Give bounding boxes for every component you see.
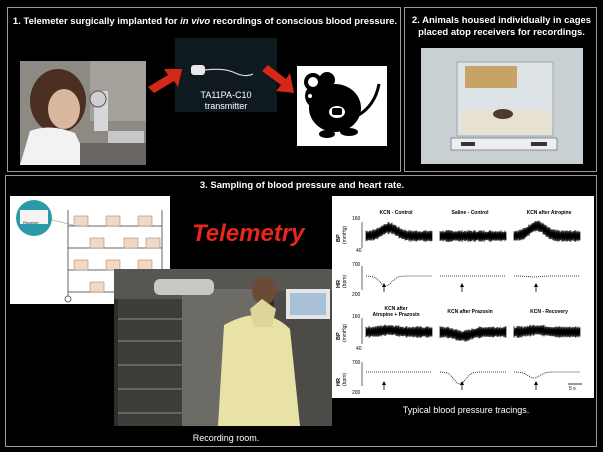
recording-room-photo: [114, 269, 332, 426]
tracings-plot: [361, 220, 582, 390]
tracings-caption: Typical blood pressure tracings.: [402, 405, 530, 415]
hr-trace-r0-c0: [365, 275, 432, 287]
bp-trace-r0-c1: [439, 229, 507, 243]
cage-photo: [421, 48, 583, 164]
panel1-title: 1. Telemeter surgically implanted for in…: [12, 16, 398, 27]
telemetry-label: Telemetry: [192, 220, 305, 247]
stim-arrow-head-r1-c1: [460, 381, 464, 385]
hr-trace-r1-c2: [513, 371, 580, 379]
bp-tick-low-2: 40: [356, 346, 362, 352]
transmitter-label: TA11PA-C10 transmitter: [200, 90, 252, 111]
arrow-right-icon: [148, 69, 182, 93]
bp-tick-low: 40: [356, 248, 362, 254]
trace-title-kcn-atropine: KCN after Atropine: [526, 210, 572, 216]
transmitter-photo: [175, 38, 277, 112]
scale-bar-label: 5 s: [569, 386, 576, 392]
hr-unit: (bpm): [342, 274, 348, 288]
rat-silhouette: [297, 66, 387, 146]
stim-arrow-head-r0-c1: [460, 283, 464, 287]
hr-tick-low: 200: [352, 292, 361, 298]
hr-tick-high: 700: [352, 262, 361, 268]
panel-sampling: 3. Sampling of blood pressure and heart …: [5, 175, 597, 447]
hr-tick-high-2: 700: [352, 360, 361, 366]
panel-implantation: 1. Telemeter surgically implanted for in…: [7, 7, 401, 172]
arrow-down-right-icon: [262, 65, 294, 93]
trace-title-saline-control: Saline - Control: [451, 210, 489, 216]
rack-schematic: Receiver: [10, 196, 170, 304]
hr-tick-low-2: 200: [352, 390, 361, 396]
bp-unit-2: (mmHg): [342, 323, 348, 342]
stim-arrow-head-r0-c2: [534, 283, 538, 287]
room-caption: Recording room.: [192, 433, 260, 443]
stim-arrow-head-r1-c0: [382, 381, 386, 385]
bp-trace-r1-c2: [513, 324, 581, 338]
bp-trace-r0-c0: [365, 222, 433, 242]
receiver-label: Receiver: [23, 220, 39, 225]
stim-arrow-head-r1-c2: [534, 381, 538, 385]
bp-trace-r0-c2: [513, 220, 581, 243]
hr-unit-2: (bpm): [342, 372, 348, 386]
bp-unit: (mmHg): [342, 225, 348, 244]
trace-title-kcn-prazosin: KCN after Prazosin: [447, 309, 493, 315]
bp-trace-r1-c0: [365, 324, 433, 338]
panel2-title: 2. Animals housed individually in cages …: [411, 15, 592, 38]
tracings-figure: KCN - Control Saline - Control KCN after…: [332, 196, 594, 398]
stim-arrow-head-r0-c0: [382, 283, 386, 287]
panel-housing: 2. Animals housed individually in cages …: [404, 7, 597, 172]
bp-tick-high: 160: [352, 216, 361, 222]
hr-trace-r1-c1: [439, 371, 506, 385]
microscope-photo: [20, 61, 146, 165]
bp-tick-high-2: 160: [352, 314, 361, 320]
trace-title-kcn-recovery: KCN - Recovery: [530, 309, 568, 315]
hr-trace-r0-c2: [513, 275, 580, 278]
trace-title-kcn-control: KCN - Control: [379, 210, 413, 216]
panel3-title: 3. Sampling of blood pressure and heart …: [199, 180, 405, 191]
bp-trace-r1-c1: [439, 326, 507, 342]
